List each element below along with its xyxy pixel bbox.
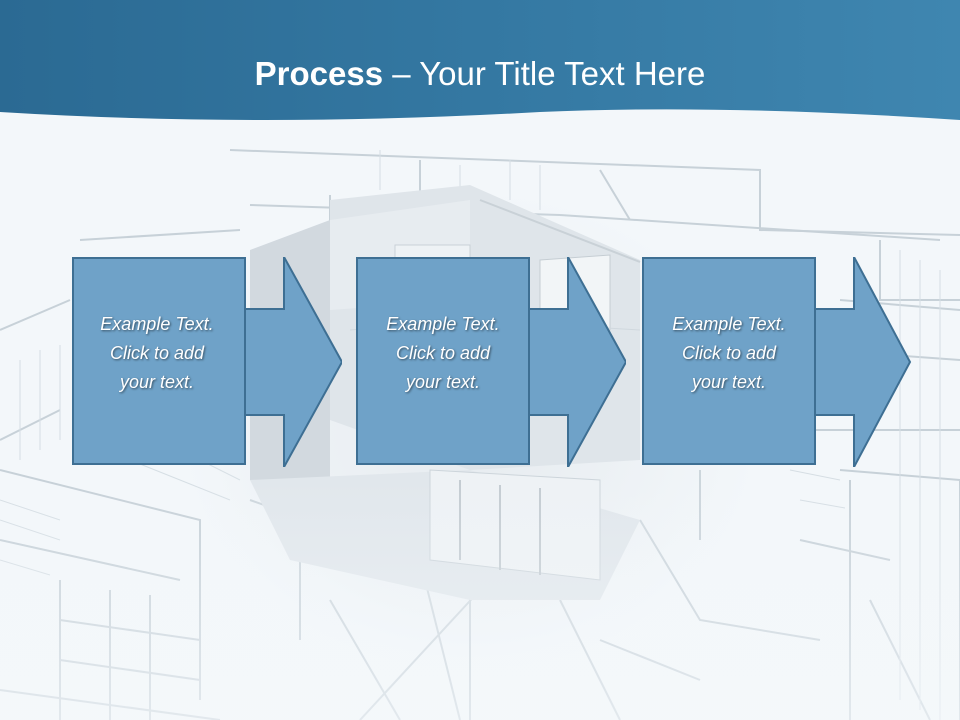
step-box	[72, 257, 246, 465]
arrow-right-icon	[525, 257, 626, 467]
title-bold: Process	[254, 55, 384, 92]
process-step-1[interactable]	[72, 257, 342, 467]
step-2-text: Example Text. Click to add your text.	[358, 310, 528, 397]
title-rest: – Your Title Text Here	[383, 55, 706, 92]
step-box	[356, 257, 530, 465]
arrow-right-icon	[811, 257, 912, 467]
step-line: Example Text.	[386, 314, 500, 334]
step-line: Click to add	[109, 343, 205, 363]
step-line: your text.	[405, 372, 481, 392]
step-line: your text.	[691, 372, 767, 392]
step-3-text: Example Text. Click to add your text.	[644, 310, 814, 397]
step-line: your text.	[119, 372, 195, 392]
step-1-text: Example Text. Click to add your text.	[72, 310, 242, 397]
slide-title[interactable]: Process – Your Title Text Here	[0, 52, 960, 96]
step-box	[642, 257, 816, 465]
step-line: Example Text.	[100, 314, 214, 334]
arrow-right-icon	[241, 257, 342, 467]
step-line: Click to add	[681, 343, 777, 363]
process-step-3[interactable]	[642, 257, 912, 467]
step-line: Example Text.	[672, 314, 786, 334]
step-line: Click to add	[395, 343, 491, 363]
process-step-2[interactable]	[356, 257, 626, 467]
header-band	[0, 0, 960, 120]
